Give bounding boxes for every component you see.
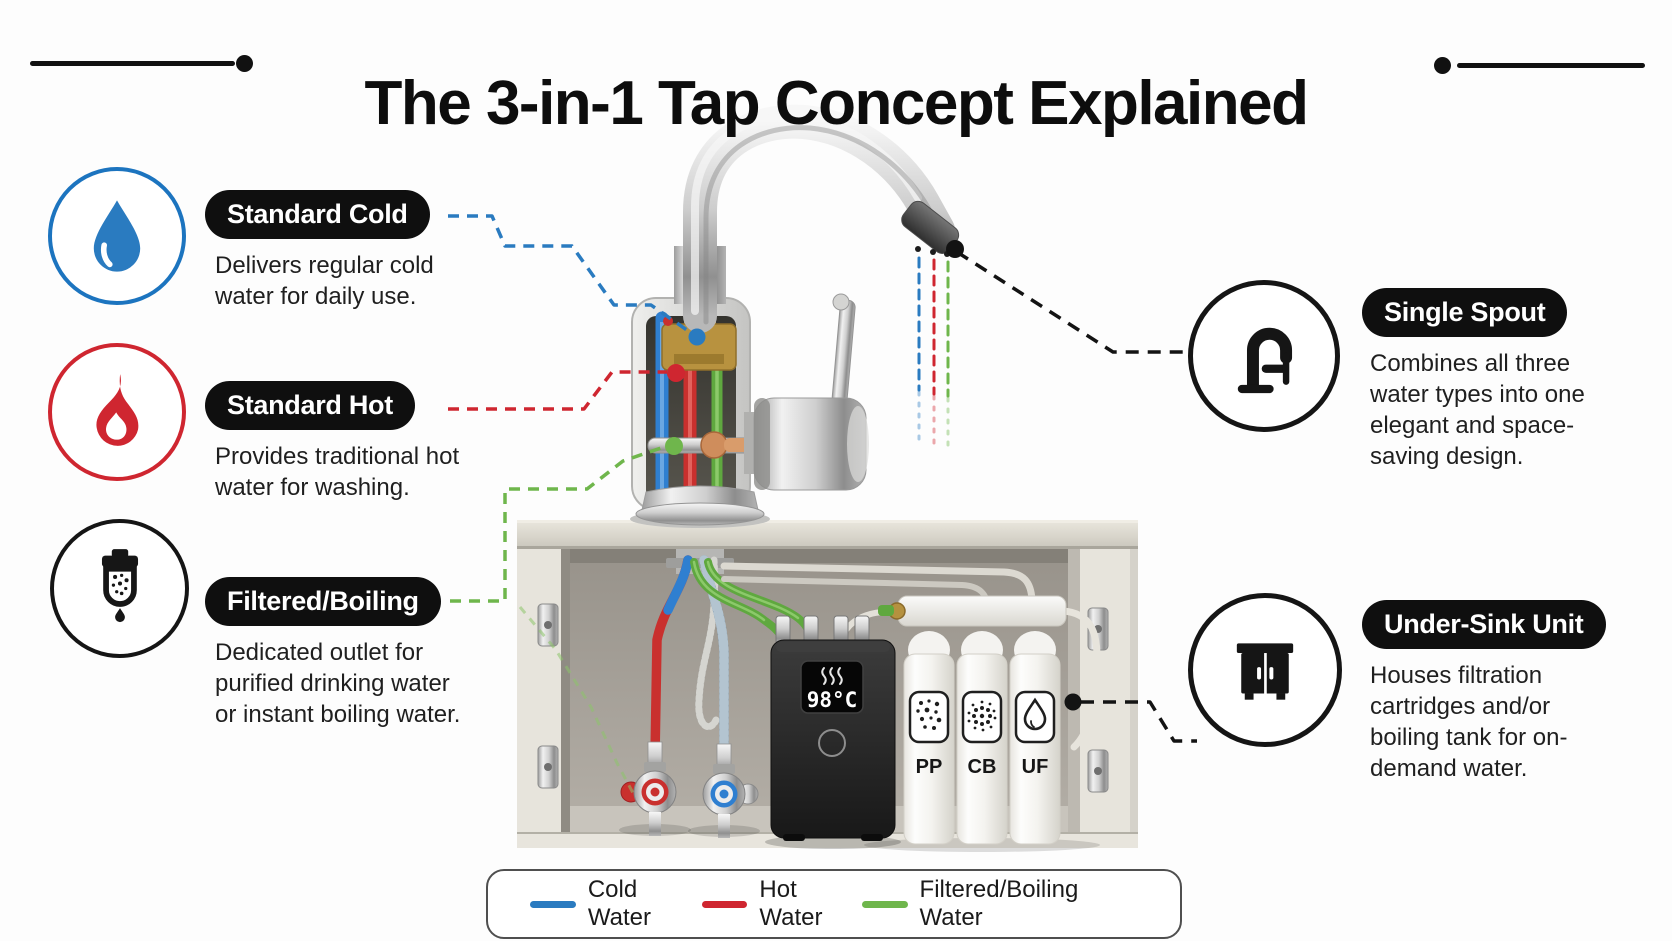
anchor-dot-hot [667, 364, 685, 382]
cabinet-hinge [1087, 749, 1109, 793]
flame-icon [78, 371, 156, 454]
filter-bank: PP CB UF [878, 595, 1067, 845]
anchor-dot-filtered [665, 437, 683, 455]
leader-line-cold [448, 214, 696, 337]
faucet-icon [1218, 308, 1310, 405]
leader-line-filtered-branch [518, 606, 635, 794]
leader-line-filtered [450, 446, 662, 603]
faucet-cutaway-body [631, 297, 761, 511]
boiling-tank: 98°C [770, 615, 896, 841]
carbon-block-icon [967, 700, 997, 732]
shutoff-valve-cold [702, 743, 759, 838]
filtered-water-swatch [861, 900, 908, 908]
cabinet-icon [1221, 624, 1309, 717]
filter-cartridge-cb [956, 653, 1008, 845]
sediment-dots-icon [916, 699, 942, 730]
filter-cartridge-uf [1009, 653, 1061, 845]
legend-label-hot: Hot Water [759, 876, 823, 931]
legend-label-filtered: Filtered/Boiling Water [919, 876, 1079, 931]
callout-under-sink-unit: Under-Sink Unit Houses filtration cartri… [1362, 600, 1612, 784]
legend-label-cold: Cold Water [587, 876, 651, 931]
leader-line-hot [448, 370, 667, 411]
title-dot-right [1434, 57, 1451, 74]
temperature-reading: 98°C [807, 688, 858, 712]
shutoff-valve-hot [620, 741, 677, 836]
callout-label-standard-hot: Standard Hot [205, 381, 415, 430]
supply-hoses [650, 555, 1101, 761]
callout-desc-under-sink-unit: Houses filtration cartridges and/or boil… [1370, 662, 1568, 782]
title-dot-left [236, 55, 253, 72]
temperature-display [800, 660, 864, 714]
water-drop-outline-icon [1023, 697, 1047, 731]
callout-label-single-spout: Single Spout [1362, 288, 1568, 337]
leader-line-spout [956, 250, 1186, 354]
water-streams [917, 256, 950, 452]
legend-item-cold: Cold Water [530, 876, 702, 932]
filter-cartridge-pp [903, 653, 955, 845]
anchor-dot-cold [688, 328, 706, 346]
faucet-handle [744, 293, 869, 491]
callout-desc-standard-cold: Delivers regular cold water for daily us… [215, 252, 434, 310]
callout-standard-hot: Standard Hot Provides traditional hot wa… [205, 381, 465, 503]
faucet [630, 104, 960, 528]
filter-label-cb: CB [968, 756, 997, 778]
title-rule-left [30, 61, 235, 66]
callout-desc-filtered-boiling: Dedicated outlet for purified drinking w… [215, 639, 461, 728]
page-title: The 3-in-1 Tap Concept Explained [364, 68, 1309, 138]
callout-single-spout: Single Spout Combines all three water ty… [1362, 288, 1608, 472]
callout-circle-standard-hot [48, 343, 186, 481]
callout-filtered-boiling: Filtered/Boiling Dedicated outlet for pu… [205, 577, 469, 730]
title-rule-right [1457, 63, 1645, 68]
callout-desc-single-spout: Combines all three water types into one … [1370, 350, 1585, 470]
callout-standard-cold: Standard Cold Delivers regular cold wate… [205, 190, 457, 312]
cabinet-hinge [537, 745, 559, 789]
callout-label-standard-cold: Standard Cold [205, 190, 430, 239]
filter-cartridge-icon [79, 545, 161, 632]
legend: Cold Water Hot Water Filtered/Boiling Wa… [486, 869, 1182, 939]
filter-manifold [897, 595, 1067, 627]
countertop [517, 520, 1138, 549]
leader-line-undersink [1081, 700, 1197, 743]
cabinet-hinge [537, 603, 559, 647]
hot-water-swatch [701, 900, 748, 908]
steam-icon [821, 667, 843, 685]
callout-desc-standard-hot: Provides traditional hot water for washi… [215, 443, 460, 501]
filter-label-uf: UF [1022, 756, 1049, 778]
leader-lines [448, 214, 1197, 794]
callout-circle-filtered-boiling [50, 519, 189, 658]
callout-label-filtered-boiling: Filtered/Boiling [205, 577, 441, 626]
callout-label-under-sink-unit: Under-Sink Unit [1362, 600, 1606, 649]
water-drop-icon [77, 194, 157, 279]
legend-item-filtered: Filtered/Boiling Water [861, 876, 1138, 932]
tank-connectors [775, 615, 870, 645]
anchor-dot-spout [946, 240, 964, 258]
callout-circle-single-spout [1188, 280, 1340, 432]
faucet-base [630, 485, 770, 528]
anchor-dot-undersink [1064, 693, 1082, 711]
tank-button [818, 729, 846, 757]
callout-circle-standard-cold [48, 167, 186, 305]
right-loop-tube [1059, 607, 1101, 751]
filter-label-pp: PP [916, 756, 943, 778]
callout-circle-under-sink-unit [1188, 593, 1342, 747]
cold-water-swatch [530, 900, 576, 908]
legend-item-hot: Hot Water [701, 876, 862, 932]
